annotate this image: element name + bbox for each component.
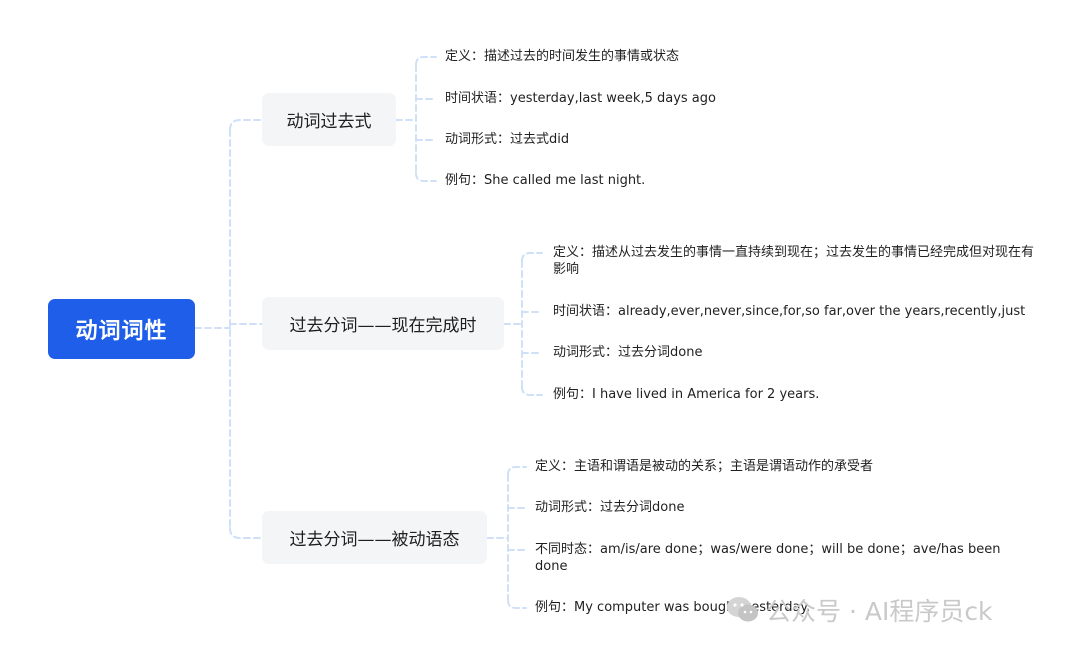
root-label: 动词词性 (75, 319, 168, 344)
branch-label: 过去分词——现在完成时 (289, 316, 477, 336)
wechat-icon (727, 597, 758, 622)
branch-connector (229, 119, 263, 131)
branch-past-tense[interactable]: 动词过去式 (262, 93, 396, 146)
branch-connector (229, 527, 263, 539)
leaf-verb-form: 动词形式：过去分词done (535, 500, 685, 515)
leaf-time-adverbial: 时间状语：already,ever,never,since,for,so far… (553, 304, 1026, 319)
branch-passive-voice[interactable]: 过去分词——被动语态 (262, 511, 487, 564)
branch-present-perfect[interactable]: 过去分词——现在完成时 (262, 297, 504, 350)
leaf-connector (507, 466, 527, 476)
leaf-connector (521, 386, 543, 396)
leaf-definition: 定义：主语和谓语是被动的关系；主语是谓语动作的承受者 (535, 459, 874, 474)
leaf-connector (415, 56, 437, 66)
leaf-example: 例句：I have lived in America for 2 years. (553, 387, 820, 402)
leaf-verb-form: 动词形式：过去式did (445, 132, 570, 147)
leaf-connector (415, 172, 437, 182)
leaf-verb-form: 动词形式：过去分词done (553, 345, 703, 360)
leaf-example: 例句：She called me last night. (445, 173, 646, 188)
leaf-connector (507, 599, 527, 609)
branch-label: 过去分词——被动语态 (289, 530, 460, 550)
watermark: 公众号 · AI程序员ck (726, 590, 993, 630)
leaf-definition: 定义：描述过去的时间发生的事情或状态 (445, 49, 680, 64)
root-node[interactable]: 动词词性 (48, 299, 195, 359)
branch-label: 动词过去式 (286, 112, 372, 132)
watermark-text: 公众号 · AI程序员ck (766, 597, 993, 626)
leaf-time-adverbial: 时间状语：yesterday,last week,5 days ago (445, 91, 716, 106)
leaf-connector (521, 252, 543, 262)
leaf-tenses: 不同时态：am/is/are done；was/were done；will b… (535, 542, 1001, 574)
leaf-definition: 定义：描述从过去发生的事情一直持续到现在；过去发生的事情已经完成但对现在有影响 (553, 245, 1035, 277)
